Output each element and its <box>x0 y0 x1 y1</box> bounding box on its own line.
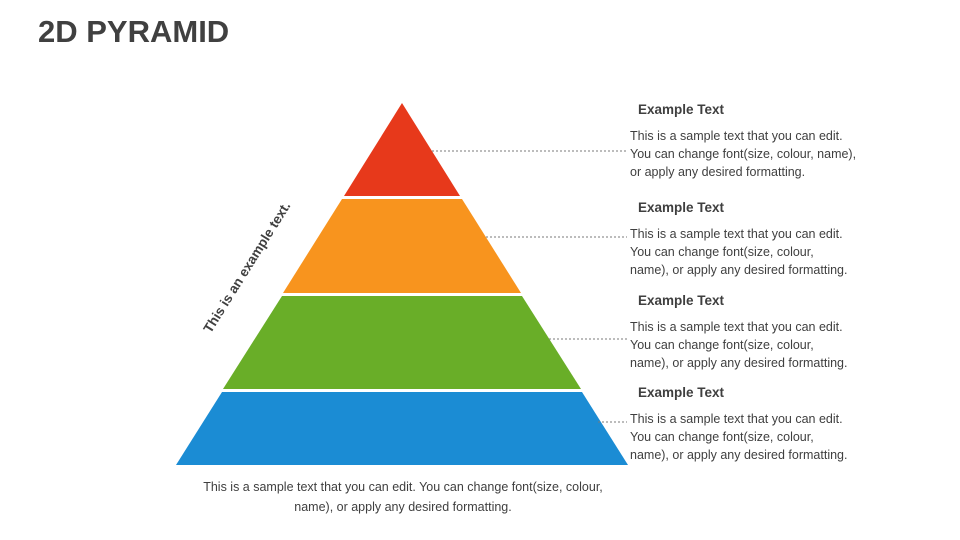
annotation-upper-middle: Example Text This is a sample text that … <box>630 199 882 279</box>
annotation-heading: Example Text <box>638 200 725 215</box>
annotation-lower-middle: Example Text This is a sample text that … <box>630 292 882 372</box>
pyramid-level-bottom <box>176 392 628 465</box>
annotation-bottom: Example Text This is a sample text that … <box>630 384 882 464</box>
annotation-top: Example Text This is a sample text that … <box>630 101 882 181</box>
slide-title: 2D PYRAMID <box>38 14 230 49</box>
pyramid-level-lower-middle <box>223 296 581 389</box>
annotation-body: This is a sample text that you can edit.… <box>630 320 848 370</box>
annotation-heading: Example Text <box>638 102 725 117</box>
annotation-body: This is a sample text that you can edit.… <box>630 227 848 277</box>
pyramid-level-top <box>344 103 460 196</box>
pyramid-level-upper-middle <box>283 199 521 293</box>
annotation-body: This is a sample text that you can edit.… <box>630 129 857 179</box>
annotation-heading: Example Text <box>638 293 725 308</box>
slide-caption: This is a sample text that you can edit.… <box>203 480 603 514</box>
annotation-heading: Example Text <box>638 385 725 400</box>
annotation-body: This is a sample text that you can edit.… <box>630 412 848 462</box>
